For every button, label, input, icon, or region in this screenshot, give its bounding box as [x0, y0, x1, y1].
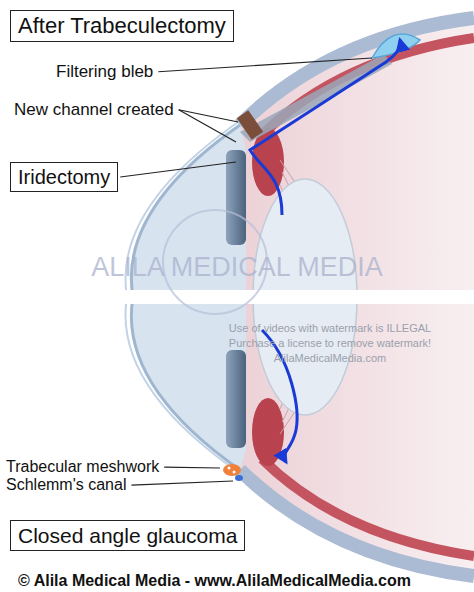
- label-box: Iridectomy: [10, 162, 118, 192]
- trabecular-meshwork: [223, 464, 241, 476]
- box-label: Closed angle glaucoma: [18, 523, 237, 548]
- label-box: After Trabeculectomy: [10, 10, 234, 42]
- flow-arrow: [262, 330, 297, 462]
- part-label: Trabecular meshwork: [6, 458, 159, 476]
- mesh-dot: [233, 471, 236, 474]
- iris: [226, 350, 246, 448]
- leader-line: [158, 58, 372, 72]
- copyright-footer: © Alila Medical Media - www.AlilaMedical…: [18, 572, 411, 590]
- part-label: Schlemm's canal: [6, 476, 126, 494]
- part-label: Filtering bleb: [56, 62, 153, 82]
- watermark: Purchase a license to remove watermark!: [229, 337, 431, 350]
- iris: [226, 150, 246, 245]
- watermark: ALILA MEDICAL MEDIA: [91, 252, 383, 283]
- watermark: AlilaMedicalMedia.com: [274, 352, 387, 365]
- ciliary-body: [252, 398, 284, 466]
- drainage-channel: [240, 54, 392, 142]
- mesh-dot: [228, 467, 231, 470]
- divider-band: [0, 290, 474, 304]
- box-label: After Trabeculectomy: [18, 13, 226, 39]
- watermark: Use of videos with watermark is ILLEGAL: [229, 322, 431, 335]
- leader-line: [179, 110, 236, 142]
- leader-line: [164, 467, 220, 469]
- sclera: [240, 470, 474, 576]
- leader-line: [120, 162, 236, 177]
- leader-line: [131, 481, 233, 485]
- leader-line: [179, 110, 238, 122]
- box-label: Iridectomy: [18, 165, 110, 189]
- flow-arrow: [250, 40, 400, 215]
- part-label: New channel created: [14, 100, 174, 120]
- label-box: Closed angle glaucoma: [10, 520, 245, 551]
- scleral-flap: [237, 110, 263, 139]
- schlemm-canal: [235, 475, 243, 481]
